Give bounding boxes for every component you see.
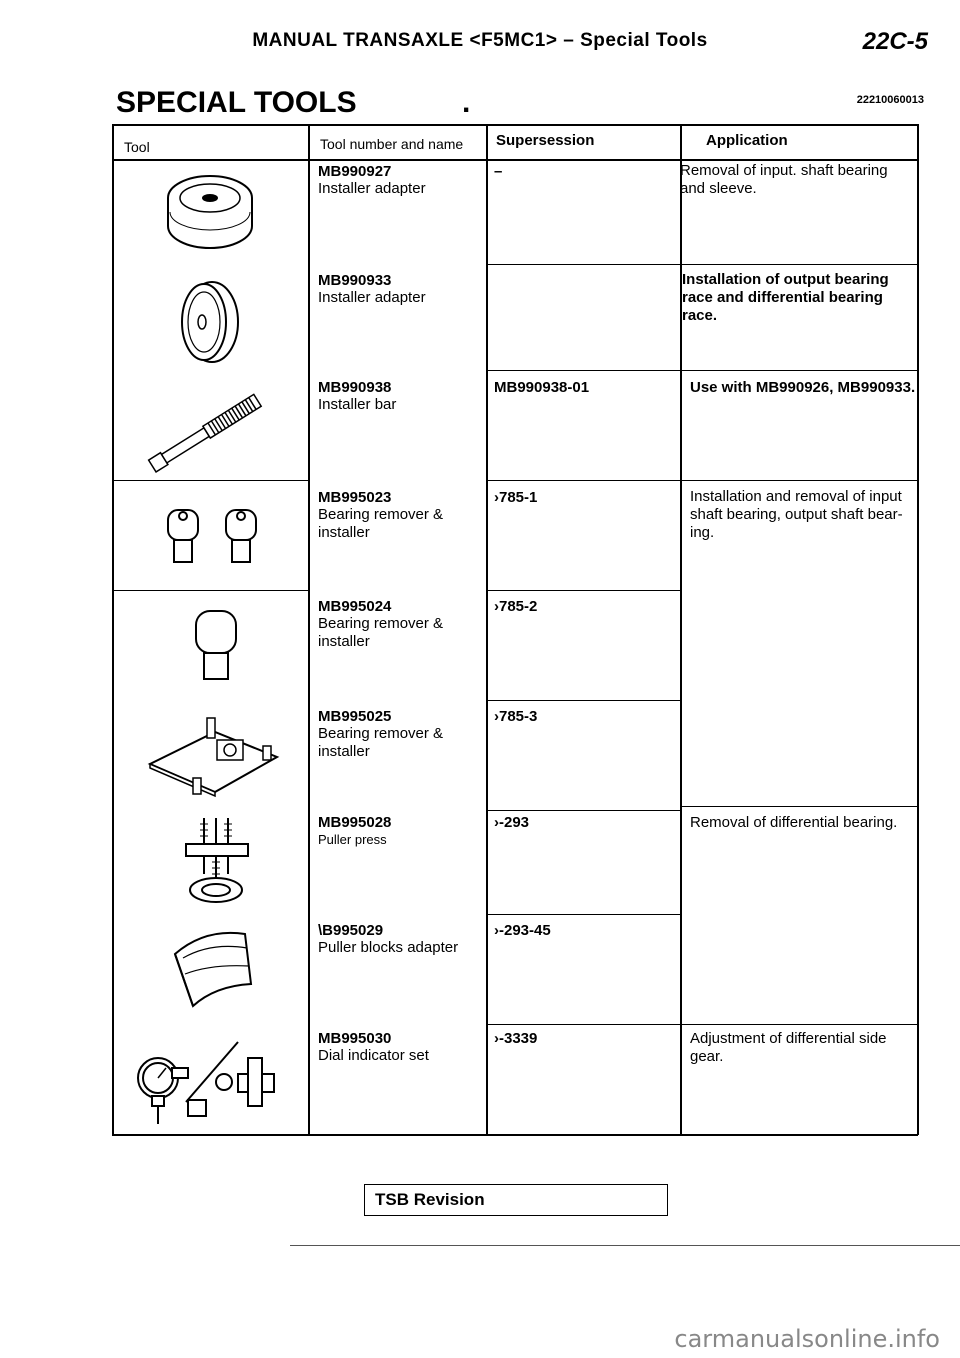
supersession: ›785-2	[494, 598, 538, 615]
column-header-tool-number: Tool number and name	[320, 136, 464, 152]
tool-name: Installer adapter	[318, 289, 426, 306]
section-title: SPECIAL TOOLS	[116, 86, 357, 119]
application: Adjustment of differential side gear.	[690, 1030, 887, 1065]
row-divider	[680, 1024, 918, 1025]
row-divider	[112, 480, 308, 481]
table-row: MB990933 Installer adapter	[318, 272, 426, 307]
page-code: 22C-5	[862, 28, 928, 55]
application: Use with MB990926, MB990933.	[690, 379, 916, 396]
tsb-revision-label: TSB Revision	[375, 1190, 485, 1209]
installer-adapter-icon	[167, 175, 253, 249]
watermark: carmanualsonline.info	[674, 1325, 940, 1353]
tool-number: MB990933	[318, 272, 392, 289]
tool-number: MB995028	[318, 814, 392, 831]
tool-name: Dial indicator set	[318, 1047, 429, 1064]
row-divider	[486, 1024, 680, 1025]
table-top-border	[112, 124, 918, 126]
table-left-border	[112, 124, 114, 1135]
table-row: MB990927 Installer adapter	[318, 163, 426, 198]
tool-name: Bearing remover & installer	[318, 506, 444, 541]
row-divider	[486, 914, 680, 915]
column-header-supersession: Supersession	[496, 132, 595, 149]
dial-indicator-icon	[137, 1041, 275, 1124]
tool-name: Bearing remover & installer	[318, 615, 444, 650]
page-header-title: MANUAL TRANSAXLE <F5MC1> – Special Tools	[252, 30, 708, 51]
supersession: ›-293	[494, 814, 530, 831]
col-divider-2	[486, 124, 488, 1135]
bearing-remover-plate-icon	[147, 717, 280, 798]
table-row: MB995030 Dial indicator set	[318, 1030, 429, 1065]
tool-name: Installer bar	[318, 396, 397, 413]
footer-divider	[290, 1245, 960, 1246]
col-divider-1	[308, 124, 310, 1135]
table-row: MB995028 Puller press	[318, 814, 391, 849]
row-divider	[486, 370, 680, 371]
row-divider	[486, 590, 680, 591]
supersession: MB990938-01	[494, 379, 590, 396]
application: Installation of output bearing race and …	[682, 271, 889, 324]
tool-name: Puller blocks adapter	[318, 939, 459, 956]
row-divider	[112, 590, 308, 591]
row-divider	[486, 700, 680, 701]
installer-bar-icon	[147, 393, 263, 474]
row-divider	[680, 370, 918, 371]
row-divider	[486, 810, 680, 811]
table-row: MB995025 Bearing remover & installer	[318, 708, 468, 761]
bearing-remover-pair-icon	[167, 509, 257, 563]
application: Removal of input. shaft bearing and slee…	[680, 162, 888, 197]
supersession: ›-293-45	[494, 922, 551, 939]
row-divider	[486, 264, 680, 265]
row-divider	[680, 264, 918, 265]
table-right-border	[917, 124, 919, 1135]
tool-name: Installer adapter	[318, 180, 426, 197]
table-row: MB995023 Bearing remover & installer	[318, 489, 468, 542]
tool-name: Bearing remover & installer	[318, 725, 444, 760]
tsb-revision-box: TSB Revision	[364, 1184, 668, 1216]
table-bottom-border	[112, 1134, 918, 1136]
tool-number: MB995025	[318, 708, 392, 725]
installer-adapter-disc-icon	[181, 281, 239, 363]
supersession: ›785-1	[494, 489, 538, 506]
section-dot: .	[462, 86, 471, 119]
section-code: 22210060013	[856, 94, 924, 106]
column-header-application: Application	[706, 132, 788, 149]
puller-press-icon	[185, 818, 249, 903]
tool-name: Puller press	[318, 832, 387, 847]
row-divider	[680, 480, 918, 481]
application: Removal of differential bearing.	[690, 814, 898, 831]
application: Installation and removal of input shaft …	[690, 488, 903, 541]
row-divider	[486, 480, 680, 481]
table-row: \B995029 Puller blocks adapter	[318, 922, 458, 957]
tool-number: MB990938	[318, 379, 392, 396]
tool-number: MB990927	[318, 163, 392, 180]
tool-number: MB995024	[318, 598, 392, 615]
tool-number: \B995029	[318, 922, 384, 939]
puller-block-icon	[173, 931, 253, 1008]
col-divider-3	[680, 124, 682, 1135]
supersession: –	[494, 163, 503, 180]
row-divider	[680, 806, 918, 807]
column-header-tool: Tool	[124, 139, 150, 155]
supersession: ›-3339	[494, 1030, 538, 1047]
supersession: ›785-3	[494, 708, 538, 725]
tool-number: MB995023	[318, 489, 392, 506]
tool-number: MB995030	[318, 1030, 392, 1047]
table-row: MB995024 Bearing remover & installer	[318, 598, 468, 651]
table-header-border	[112, 159, 918, 161]
table-row: MB990938 Installer bar	[318, 379, 396, 414]
bearing-remover-single-icon	[195, 610, 237, 680]
